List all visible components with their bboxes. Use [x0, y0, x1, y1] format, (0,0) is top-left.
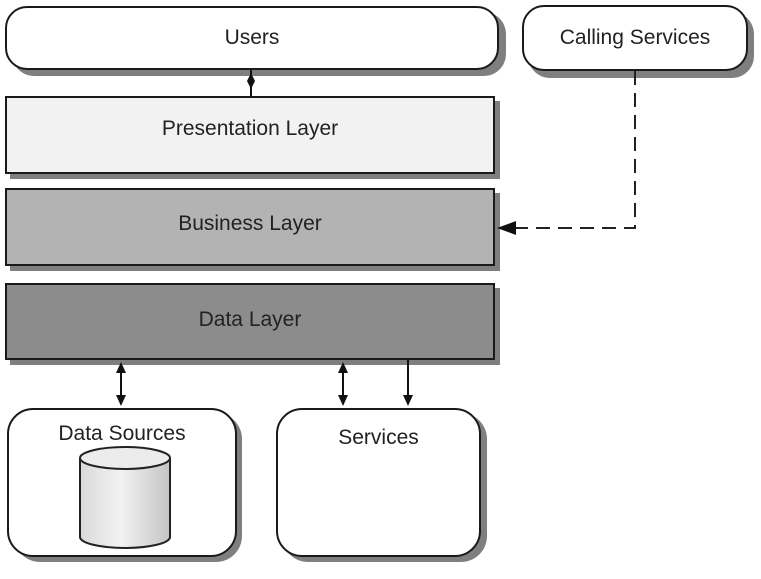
data-layer-box: Data Layer: [5, 283, 495, 360]
presentation-layer-label: Presentation Layer: [161, 117, 339, 140]
users-label: Users: [224, 26, 280, 49]
services-box: Services: [276, 408, 481, 557]
calling-services-arrow: [497, 71, 636, 235]
services-label: Services: [338, 426, 419, 449]
business-layer-box: Business Layer: [5, 188, 495, 266]
users-presentation-connector: [247, 70, 255, 96]
data-layer-datasources-arrow: [116, 362, 126, 406]
data-sources-label: Data Sources: [58, 422, 186, 445]
business-layer-label: Business Layer: [178, 212, 322, 235]
database-cylinder-icon: [79, 446, 171, 549]
data-layer-services-down-arrow: [403, 360, 413, 406]
presentation-layer-box: Presentation Layer: [5, 96, 495, 174]
data-layer-services-arrow: [338, 362, 348, 406]
users-box: Users: [5, 6, 499, 70]
calling-services-label: Calling Services: [559, 26, 711, 49]
data-layer-label: Data Layer: [198, 307, 302, 331]
calling-services-box: Calling Services: [522, 5, 748, 71]
